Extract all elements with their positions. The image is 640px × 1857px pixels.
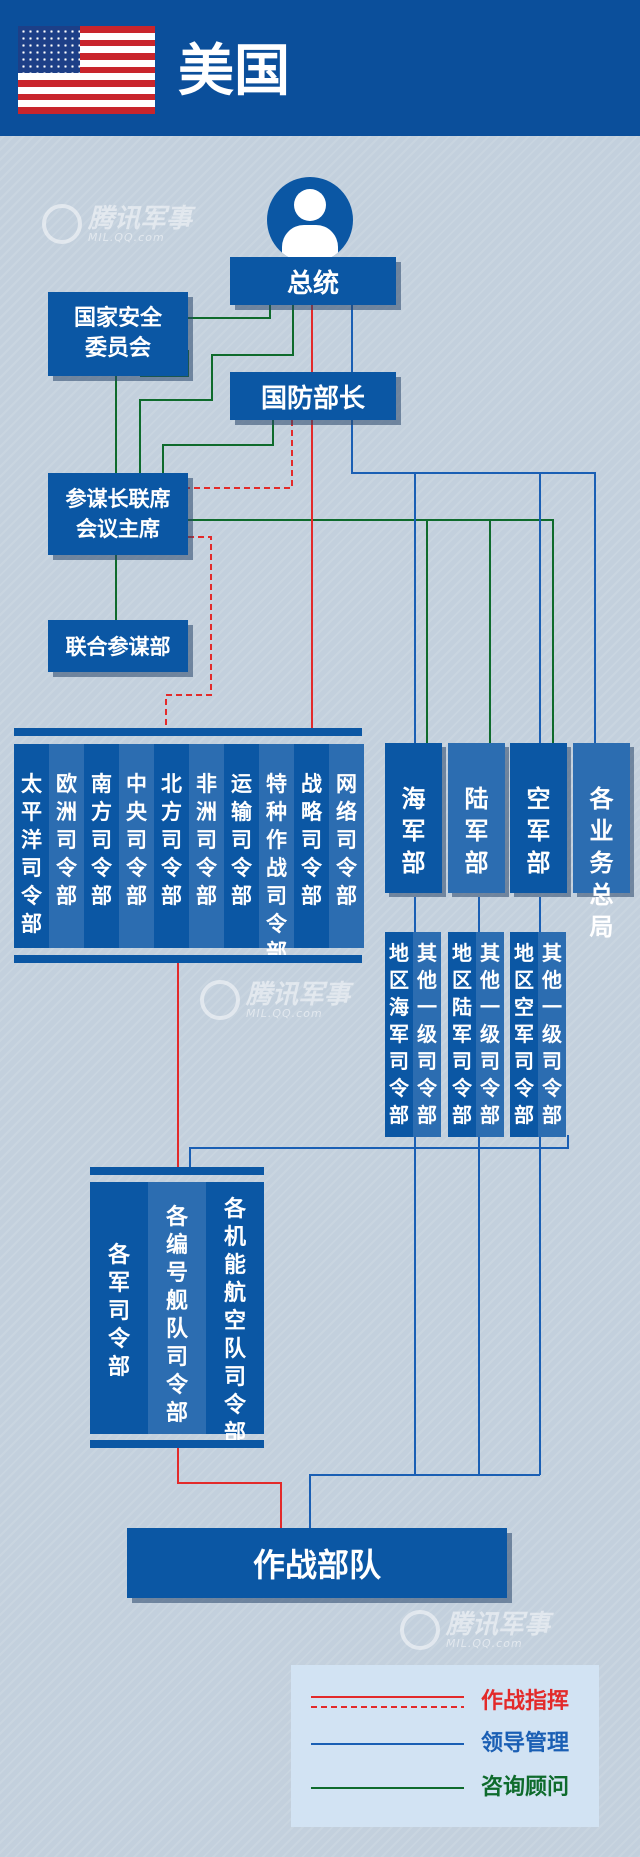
combatant-command: 南方司令部 xyxy=(84,744,119,948)
combatant-command: 中央司令部 xyxy=(119,744,154,948)
command-dashed-lines xyxy=(165,420,293,733)
combatant-command: 欧洲司令部 xyxy=(49,744,84,948)
service-subcommand: 其他一级司令部 xyxy=(538,932,566,1137)
combatant-command: 太平洋司令部 xyxy=(14,744,49,948)
military-department: 海军部 xyxy=(385,743,442,893)
legend-advisory-label: 咨询顾问 xyxy=(481,1775,570,1800)
legend-management-label: 领导管理 xyxy=(481,1731,570,1756)
header-bar: 美国 xyxy=(0,0,640,136)
legend-command-label: 作战指挥 xyxy=(481,1689,570,1714)
service-subcommand: 地区陆军司令部 xyxy=(448,932,476,1137)
person-icon xyxy=(267,177,353,263)
combatant-command: 战略司令部 xyxy=(294,744,329,948)
node-joint-staff: 联合参谋部 xyxy=(48,620,188,672)
node-cjcs: 参谋长联席 会议主席 xyxy=(48,473,188,555)
combatant-command: 运输司令部 xyxy=(224,744,259,948)
component-command: 各编号舰队司令部 xyxy=(148,1182,206,1434)
node-president: 总统 xyxy=(230,257,396,305)
advisory-lines xyxy=(115,302,554,743)
component-commands-top-bar xyxy=(90,1167,264,1175)
service-subcommand: 其他一级司令部 xyxy=(476,932,504,1137)
combatant-command: 特种作战司令部 xyxy=(259,744,294,964)
node-combat-forces: 作战部队 xyxy=(127,1528,507,1598)
combatant-commands-bottom-bar xyxy=(14,955,362,963)
military-department: 各业务总局 xyxy=(573,743,630,941)
node-secdef: 国防部长 xyxy=(230,372,396,420)
component-commands-bottom-bar xyxy=(90,1440,264,1448)
military-department: 陆军部 xyxy=(448,743,505,893)
combatant-commands-top-bar xyxy=(14,728,362,736)
service-subcommand: 地区空军司令部 xyxy=(510,932,538,1137)
combatant-command: 北方司令部 xyxy=(154,744,189,948)
component-command: 各机能航空队司令部 xyxy=(206,1182,264,1446)
service-subcommand: 地区海军司令部 xyxy=(385,932,413,1137)
combatant-command: 非洲司令部 xyxy=(189,744,224,948)
combatant-command: 网络司令部 xyxy=(329,744,364,948)
legend: 作战指挥 领导管理 咨询顾问 xyxy=(291,1665,599,1827)
node-nsc: 国家安全 委员会 xyxy=(48,292,188,376)
country-title: 美国 xyxy=(178,39,290,104)
service-subcommand: 其他一级司令部 xyxy=(413,932,441,1137)
us-flag-icon xyxy=(18,26,155,114)
military-department: 空军部 xyxy=(510,743,567,893)
component-command: 各军司令部 xyxy=(90,1182,148,1434)
